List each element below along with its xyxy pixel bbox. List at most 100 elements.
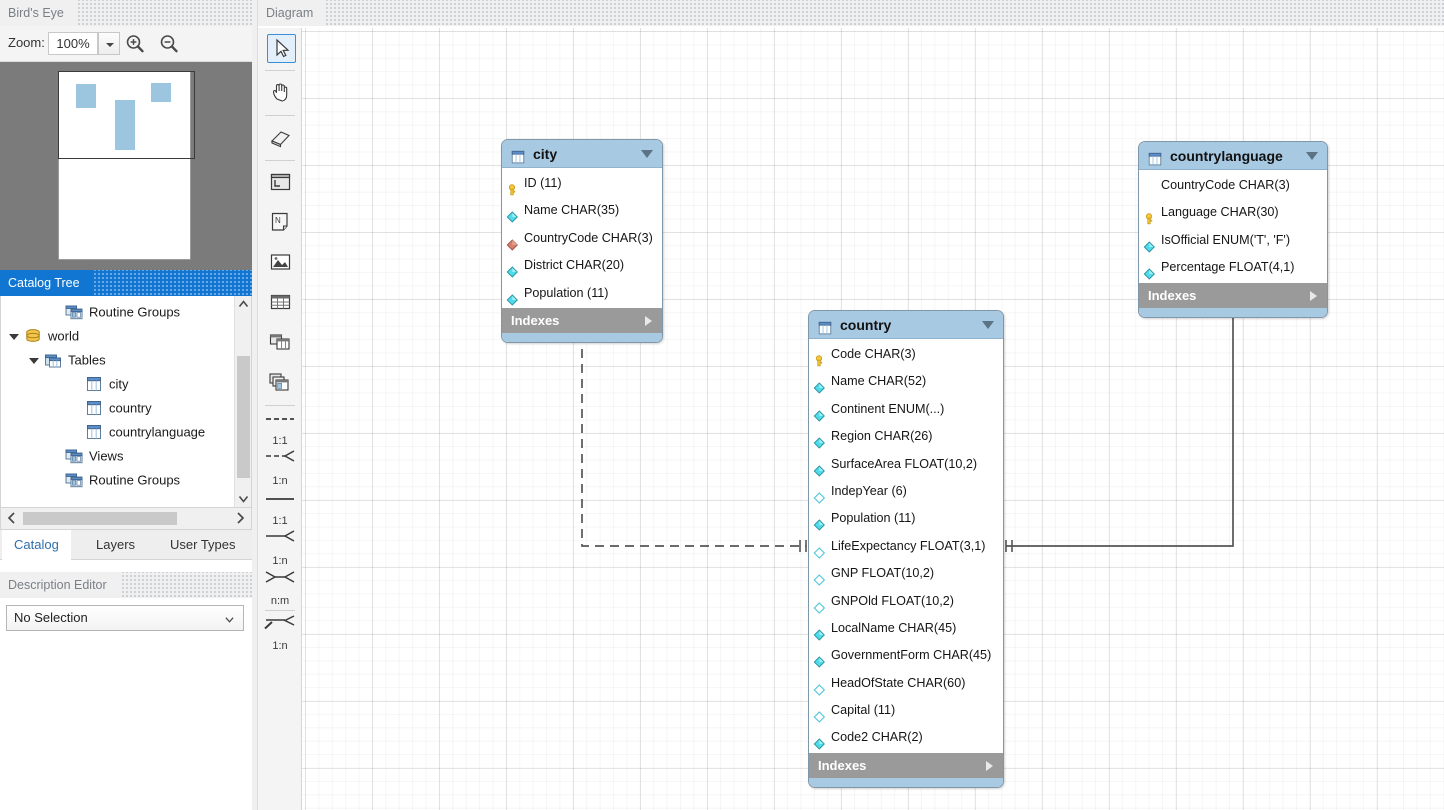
rel-nm[interactable]: n:m <box>258 568 302 608</box>
view-tool[interactable] <box>258 323 302 363</box>
table-header[interactable]: country <box>809 311 1003 339</box>
table-columns: CountryCode CHAR(3) Language CHAR(30) Is… <box>1139 170 1327 283</box>
twisty-expanded-icon[interactable] <box>9 333 19 340</box>
scroll-down-arrow[interactable] <box>235 490 251 507</box>
image-tool[interactable] <box>258 243 302 283</box>
table-column[interactable]: HeadOfState CHAR(60) <box>809 670 1003 697</box>
table-column[interactable]: Region CHAR(26) <box>809 423 1003 450</box>
tree-item-routine-groups[interactable]: Routine Groups <box>1 300 233 324</box>
tree-item-countrylanguage[interactable]: countrylanguage <box>1 420 233 444</box>
layer-tool[interactable] <box>258 163 302 203</box>
table-column[interactable]: ID (11) <box>502 170 662 197</box>
table-column[interactable]: District CHAR(20) <box>502 252 662 279</box>
tree-item-label: city <box>109 376 129 392</box>
rel-1n-noniden[interactable]: 1:n <box>258 528 302 568</box>
table-column[interactable]: Population (11) <box>502 280 662 307</box>
tree-vertical-scrollbar[interactable] <box>234 296 251 507</box>
table-indexes-bar[interactable]: Indexes <box>502 307 662 333</box>
tree-item-world[interactable]: world <box>1 324 233 348</box>
tree-hscroll-thumb[interactable] <box>23 512 177 525</box>
catalog-tree[interactable]: Routine Groups world Tables city country <box>0 296 252 508</box>
triangle-right-icon[interactable] <box>986 760 993 771</box>
table-figure-countrylanguage[interactable]: countrylanguage CountryCode CHAR(3) Lang… <box>1138 141 1328 318</box>
table-column[interactable]: Name CHAR(52) <box>809 368 1003 395</box>
table-icon <box>510 146 526 164</box>
hand-tool[interactable] <box>258 73 302 113</box>
table-column[interactable]: LocalName CHAR(45) <box>809 615 1003 642</box>
table-column[interactable]: GNP FLOAT(10,2) <box>809 560 1003 587</box>
table-indexes-bar[interactable]: Indexes <box>1139 282 1327 308</box>
table-indexes-bar[interactable]: Indexes <box>809 752 1003 778</box>
zoom-dropdown-button[interactable] <box>98 32 120 55</box>
toolbox-separator <box>265 610 295 611</box>
table-column[interactable]: IndepYear (6) <box>809 478 1003 505</box>
table-column[interactable]: CountryCode CHAR(3) <box>502 225 662 252</box>
tree-item-country[interactable]: country <box>1 396 233 420</box>
table-column[interactable]: Code2 CHAR(2) <box>809 724 1003 751</box>
table-column[interactable]: Name CHAR(35) <box>502 197 662 224</box>
scroll-left-arrow[interactable] <box>2 508 22 528</box>
toolbox-separator <box>265 70 295 71</box>
table-name: country <box>840 317 892 333</box>
tree-scroll-thumb[interactable] <box>237 356 250 478</box>
sidebar-tab-catalog[interactable]: Catalog <box>2 530 71 560</box>
table-column[interactable]: GNPOld FLOAT(10,2) <box>809 588 1003 615</box>
schema-icon <box>26 328 40 342</box>
column-label: IsOfficial ENUM('T', 'F') <box>1161 232 1291 247</box>
description-selection-dropdown[interactable]: No Selection <box>6 605 244 631</box>
sidebar-tab-layers[interactable]: Layers <box>96 537 136 552</box>
table-column[interactable]: SurfaceArea FLOAT(10,2) <box>809 451 1003 478</box>
table-column[interactable]: CountryCode CHAR(3) <box>1139 172 1327 199</box>
table-column[interactable]: IsOfficial ENUM('T', 'F') <box>1139 227 1327 254</box>
birds-eye-viewport-rect[interactable] <box>58 71 195 159</box>
select-tool[interactable] <box>258 28 302 68</box>
rel-1n-identifying[interactable]: 1:n <box>258 448 302 488</box>
tree-item-routine-groups[interactable]: Routine Groups <box>1 468 233 492</box>
eer-diagram-canvas[interactable]: city ID (11) Name CHAR(35) CountryCode C… <box>302 28 1444 810</box>
table-column[interactable]: Population (11) <box>809 505 1003 532</box>
rel-1n-pick[interactable]: 1:n <box>258 613 302 653</box>
triangle-right-icon[interactable] <box>645 315 652 326</box>
table-column[interactable]: Continent ENUM(...) <box>809 396 1003 423</box>
caption-dots <box>78 0 252 26</box>
zoom-out-button[interactable] <box>158 33 180 55</box>
table-tool[interactable] <box>258 283 302 323</box>
twisty-expanded-icon[interactable] <box>29 357 39 364</box>
triangle-down-icon[interactable] <box>1306 152 1318 160</box>
chevron-down-icon <box>106 43 114 47</box>
table-header[interactable]: city <box>502 140 662 168</box>
tree-item-tables[interactable]: Tables <box>1 348 233 372</box>
triangle-down-icon[interactable] <box>982 321 994 329</box>
rel-11-noniden[interactable]: 1:1 <box>258 488 302 528</box>
eraser-tool[interactable] <box>258 118 302 158</box>
routine-group-tool[interactable] <box>258 363 302 403</box>
tree-horizontal-scrollbar[interactable] <box>0 508 252 530</box>
table-column[interactable]: LifeExpectancy FLOAT(3,1) <box>809 533 1003 560</box>
table-column[interactable]: Language CHAR(30) <box>1139 199 1327 226</box>
table-figure-city[interactable]: city ID (11) Name CHAR(35) CountryCode C… <box>501 139 663 343</box>
scroll-up-arrow[interactable] <box>235 296 251 313</box>
table-figure-country[interactable]: country Code CHAR(3) Name CHAR(52) Conti… <box>808 310 1004 788</box>
zoom-in-button[interactable] <box>124 33 146 55</box>
sidebar-tab-user-types[interactable]: User Types <box>170 537 236 552</box>
table-header[interactable]: countrylanguage <box>1139 142 1327 170</box>
view-icon <box>267 329 294 356</box>
birds-eye-caption: Bird's Eye <box>0 0 252 26</box>
birds-eye-view[interactable] <box>0 62 252 270</box>
table-column[interactable]: GovernmentForm CHAR(45) <box>809 642 1003 669</box>
note-tool[interactable]: N <box>258 203 302 243</box>
scroll-right-arrow[interactable] <box>230 508 250 528</box>
table-column[interactable]: Code CHAR(3) <box>809 341 1003 368</box>
table-column[interactable]: Percentage FLOAT(4,1) <box>1139 254 1327 281</box>
triangle-right-icon[interactable] <box>1310 290 1317 301</box>
rel-11-identifying[interactable]: 1:1 <box>258 408 302 448</box>
table-column[interactable]: Capital (11) <box>809 697 1003 724</box>
tree-item-city[interactable]: city <box>1 372 233 396</box>
panel-splitter[interactable] <box>252 0 258 810</box>
tree-item-views[interactable]: Views <box>1 444 233 468</box>
triangle-down-icon[interactable] <box>641 150 653 158</box>
zoom-value-field[interactable]: 100% <box>48 32 98 55</box>
tool-label: 1:n <box>272 640 288 652</box>
tree-item-label: Routine Groups <box>89 304 181 320</box>
column-nullable-icon <box>813 492 826 504</box>
